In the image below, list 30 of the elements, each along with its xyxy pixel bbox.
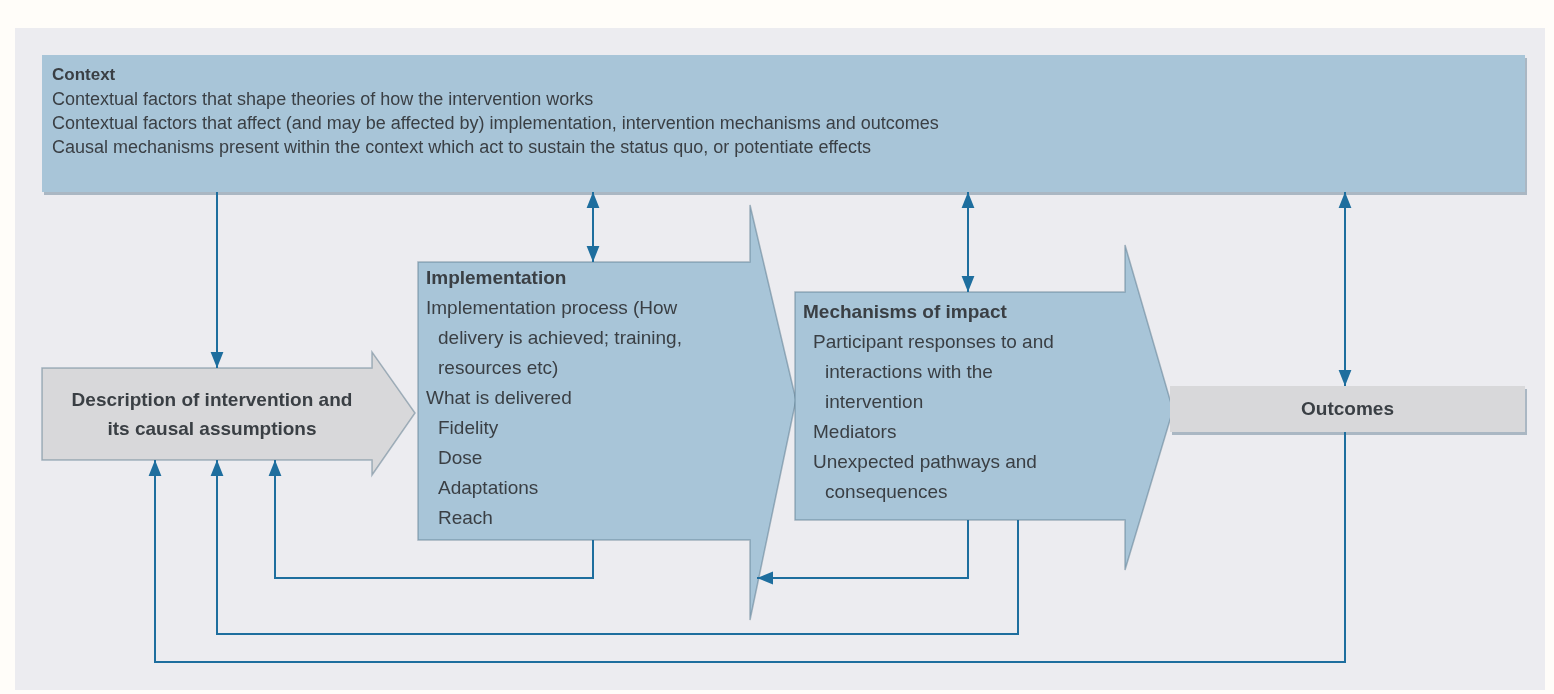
mechanisms-panel: [795, 245, 1173, 570]
box-heading: Implementation: [426, 266, 568, 290]
connector-arrow: [210, 459, 1019, 635]
box-text: Contextual factors that affect (and may be affected by) implementation, intervention mechanisms and outcomes: [52, 112, 940, 135]
box-text: Implementation process (How delivery is achieved; training, resources etc): [426, 296, 683, 380]
box-text: Contextual factors that shape theories of how the intervention works: [52, 88, 595, 111]
box-text: Description of intervention and its causal assumptions: [70, 388, 354, 441]
context-box: [42, 55, 1525, 192]
box-heading: Context: [52, 64, 117, 86]
box-text: Participant responses to and interactions with the intervention: [812, 330, 1055, 414]
box-text: Fidelity: [437, 416, 500, 440]
box-text: Adaptations: [437, 476, 540, 500]
box-heading: Mechanisms of impact: [803, 300, 1008, 324]
box-text: Reach: [437, 506, 494, 530]
connector-arrow: [961, 191, 975, 293]
connector-arrow: [210, 191, 224, 369]
connector-arrow: [148, 431, 1346, 663]
box-text: Mediators: [812, 420, 898, 444]
box-text: Causal mechanisms present within the context which act to sustain the status quo, or potentiate effects: [52, 136, 873, 159]
connector-arrow: [586, 191, 600, 263]
description-panel: [42, 352, 415, 475]
connector-arrow: [1338, 191, 1352, 387]
box-text: Dose: [437, 446, 484, 470]
connector-arrow: [268, 459, 594, 579]
implementation-panel: [418, 205, 796, 620]
outcomes-box: [1170, 386, 1525, 432]
box-text: Outcomes: [1301, 397, 1394, 421]
box-text: What is delivered: [426, 386, 573, 410]
connector-arrow: [756, 519, 969, 585]
box-text: Unexpected pathways and consequences: [812, 450, 1038, 504]
